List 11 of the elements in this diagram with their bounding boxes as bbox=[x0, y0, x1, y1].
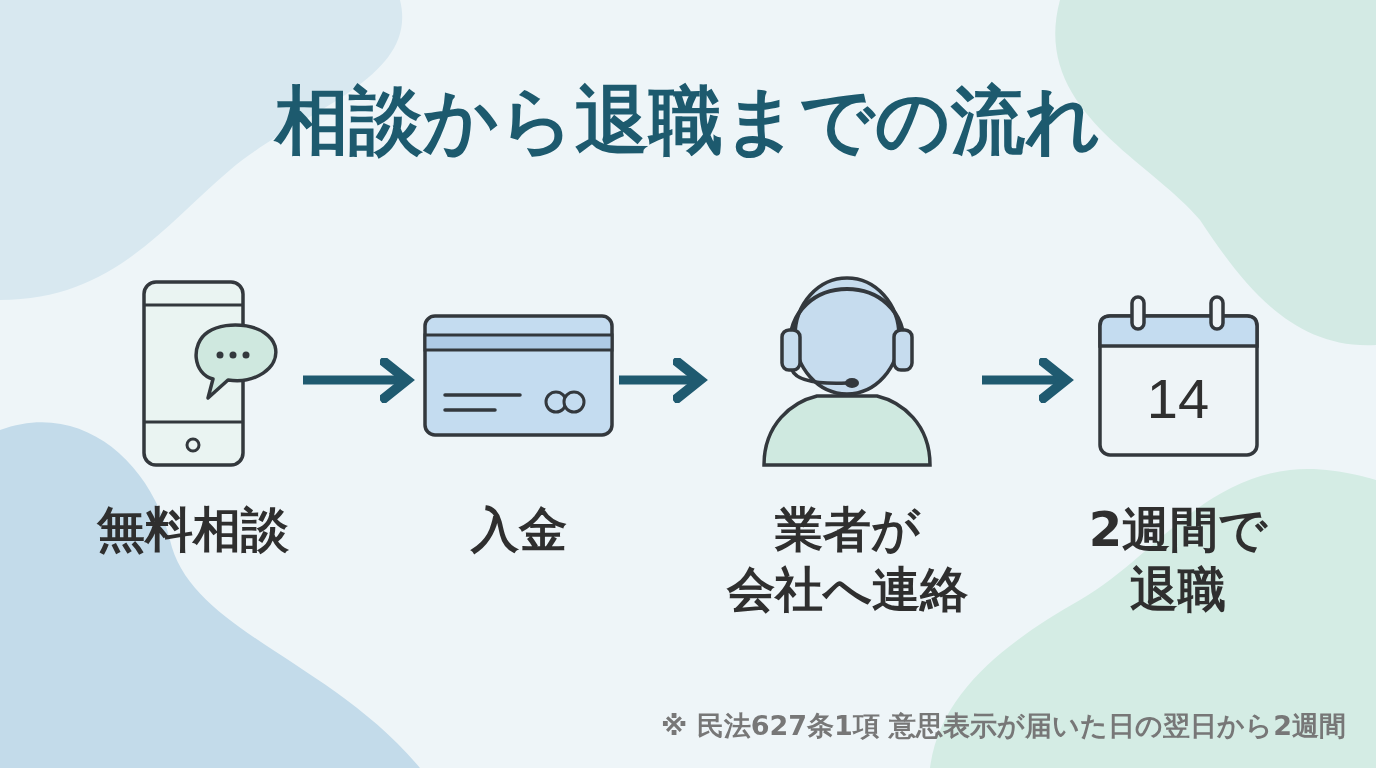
arrow bbox=[619, 357, 705, 403]
footnote: ※ 民法627条1項 意思表示が届いた日の翌日から2週間 bbox=[661, 709, 1346, 743]
step-label: 会社へ連絡 bbox=[725, 560, 969, 619]
step-label: 入金 bbox=[469, 500, 568, 559]
step-label: 業者が bbox=[773, 500, 922, 559]
step-label: 無料相談 bbox=[96, 500, 290, 559]
title: 相談から退職までの流れ bbox=[272, 76, 1102, 165]
arrow bbox=[303, 357, 412, 403]
step-label: 2週間で退職 bbox=[1087, 500, 1269, 619]
arrow bbox=[982, 357, 1071, 403]
calendar-date: 14 bbox=[1145, 366, 1211, 432]
